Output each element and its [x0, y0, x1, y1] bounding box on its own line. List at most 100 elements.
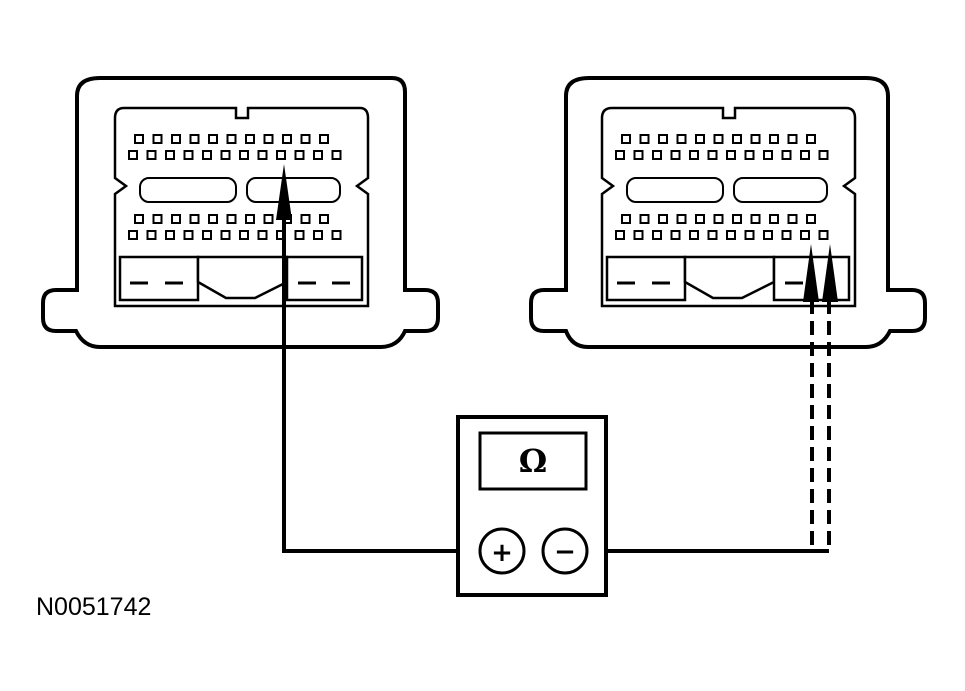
- right-probe-tip-1: [803, 244, 819, 302]
- right-pin-r4-2: [633, 230, 644, 240]
- right-pin-r3-8: [750, 214, 761, 224]
- right-pin-r4-6: [707, 230, 718, 240]
- right-pin-r2-9: [763, 150, 773, 160]
- meter-display: [478, 431, 588, 491]
- left-pin-r1-7: [245, 134, 255, 144]
- right-pin-r4-4: [670, 230, 681, 240]
- left-pin-r4-1: [128, 230, 138, 240]
- left-slot-1: [139, 177, 237, 203]
- right-pin-array: [615, 134, 829, 240]
- left-pin-r2-4: [183, 150, 194, 160]
- right-pin-r3-7: [732, 214, 742, 224]
- right-pin-r1-10: [787, 134, 798, 144]
- left-module-connector: [41, 76, 440, 349]
- left-pin-array: [128, 134, 342, 240]
- right-pin-r2-12: [818, 150, 829, 160]
- right-pin-r1-11: [806, 134, 816, 144]
- right-pin-r4-9: [763, 230, 773, 240]
- right-pin-r1-9: [769, 134, 779, 144]
- right-pin-r1-7: [732, 134, 742, 144]
- right-pin-r1-8: [750, 134, 761, 144]
- left-pin-r4-12: [331, 230, 342, 240]
- right-pin-r2-5: [689, 150, 699, 160]
- left-pin-r3-3: [171, 214, 181, 224]
- left-pin-r3-8: [263, 214, 274, 224]
- right-pin-r1-5: [695, 134, 705, 144]
- left-pin-r1-8: [263, 134, 274, 144]
- right-slot-2: [733, 177, 828, 203]
- left-pin-r1-4: [189, 134, 200, 144]
- right-pin-r3-9: [769, 214, 779, 224]
- left-pin-r3-11: [319, 214, 329, 224]
- left-pin-r1-6: [226, 134, 237, 144]
- left-pin-r4-2: [146, 230, 157, 240]
- left-pin-r2-8: [257, 150, 268, 160]
- right-pin-r1-6: [713, 134, 724, 144]
- meter-negative-terminal: [541, 527, 589, 575]
- right-pin-r3-10: [787, 214, 798, 224]
- right-probe-tip-2: [822, 244, 838, 302]
- right-pin-r3-2: [639, 214, 650, 224]
- left-lower-bay-left: [118, 255, 200, 302]
- left-pin-r4-4: [183, 230, 194, 240]
- left-pin-r4-11: [313, 230, 323, 240]
- left-pin-r3-7: [245, 214, 255, 224]
- left-pin-r3-2: [152, 214, 163, 224]
- left-pin-r1-10: [300, 134, 311, 144]
- left-pin-r2-5: [202, 150, 212, 160]
- right-pin-r2-4: [670, 150, 681, 160]
- right-pin-r4-1: [615, 230, 625, 240]
- right-pin-r2-8: [744, 150, 755, 160]
- left-pin-r4-8: [257, 230, 268, 240]
- left-pin-r4-3: [165, 230, 175, 240]
- right-pin-r4-10: [781, 230, 792, 240]
- left-pin-r1-3: [171, 134, 181, 144]
- right-pin-r4-8: [744, 230, 755, 240]
- right-pin-r2-3: [652, 150, 662, 160]
- right-pin-r3-3: [658, 214, 668, 224]
- left-pin-r3-1: [134, 214, 144, 224]
- right-pin-r2-1: [615, 150, 625, 160]
- right-pin-r3-6: [713, 214, 724, 224]
- right-module-connector: [529, 76, 927, 349]
- right-pin-r3-1: [621, 214, 631, 224]
- right-pin-r3-5: [695, 214, 705, 224]
- right-pin-r2-7: [726, 150, 736, 160]
- left-pin-r1-2: [152, 134, 163, 144]
- right-pin-r4-12: [818, 230, 829, 240]
- right-pin-r2-10: [781, 150, 792, 160]
- left-pin-r2-12: [331, 150, 342, 160]
- left-pin-r4-6: [220, 230, 231, 240]
- left-pin-r2-10: [294, 150, 305, 160]
- left-pin-r2-1: [128, 150, 138, 160]
- right-pin-r2-11: [800, 150, 810, 160]
- left-pin-r4-5: [202, 230, 212, 240]
- left-pin-r2-3: [165, 150, 175, 160]
- left-pin-r3-10: [300, 214, 311, 224]
- left-pin-r2-6: [220, 150, 231, 160]
- right-pin-r1-1: [621, 134, 631, 144]
- left-pin-r1-11: [319, 134, 329, 144]
- meter-display-symbol: Ω: [519, 442, 547, 480]
- left-pin-r2-7: [239, 150, 249, 160]
- ohmmeter: Ω + −: [456, 415, 608, 597]
- meter-negative-label: −: [554, 537, 576, 567]
- right-pin-r2-6: [707, 150, 718, 160]
- right-pin-r2-2: [633, 150, 644, 160]
- left-pin-r3-6: [226, 214, 237, 224]
- left-pin-r2-11: [313, 150, 323, 160]
- left-pin-r2-9: [276, 150, 286, 160]
- left-lower-bay-right: [285, 255, 364, 302]
- right-lower-bay-left: [605, 255, 687, 302]
- meter-positive-terminal: [478, 527, 526, 575]
- left-pin-r3-4: [189, 214, 200, 224]
- left-pin-r2-2: [146, 150, 157, 160]
- left-pin-r4-7: [239, 230, 249, 240]
- left-pin-r1-1: [134, 134, 144, 144]
- left-pin-r1-9: [282, 134, 292, 144]
- right-pin-r1-2: [639, 134, 650, 144]
- right-pin-r4-3: [652, 230, 662, 240]
- right-pin-r1-3: [658, 134, 668, 144]
- right-pin-r4-5: [689, 230, 699, 240]
